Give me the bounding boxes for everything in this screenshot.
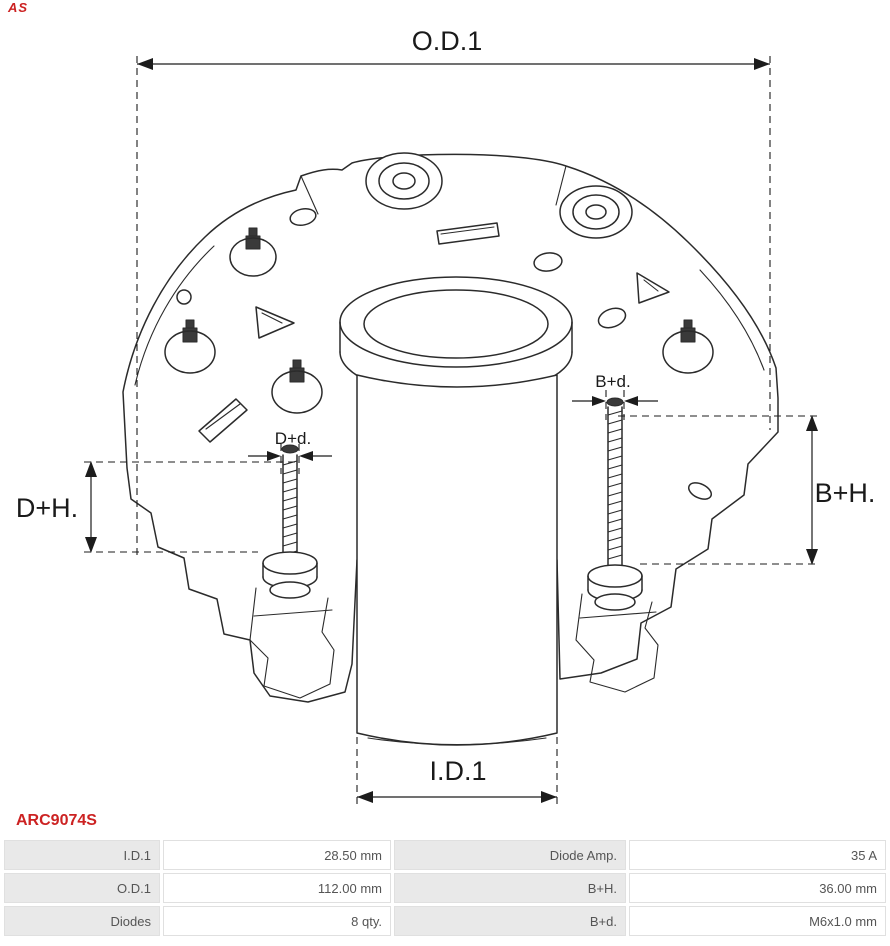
dim-label-bh: B+H.	[815, 478, 876, 508]
dimension-annotations: O.D.1 I.D.1 D+H. D+d. B+d.	[16, 26, 876, 807]
terminal-boss-left	[365, 152, 443, 210]
spec-label: B+H.	[394, 873, 626, 903]
spec-value: 112.00 mm	[163, 873, 391, 903]
spec-label: O.D.1	[4, 873, 160, 903]
slot-angled	[198, 398, 248, 443]
hole	[533, 252, 563, 272]
rectifier-drawing	[122, 152, 779, 746]
triangle-cutout-left	[255, 306, 295, 339]
spec-table: I.D.1 28.50 mm Diode Amp. 35 A O.D.1 112…	[4, 840, 886, 936]
stud-right	[587, 397, 643, 611]
bracket-right	[575, 593, 659, 693]
stud-left	[262, 444, 318, 599]
spec-label: I.D.1	[4, 840, 160, 870]
hole	[176, 289, 192, 305]
hole	[289, 207, 317, 227]
slot-top	[436, 222, 500, 245]
spec-value: 35 A	[629, 840, 886, 870]
dim-label-dh: D+H.	[16, 493, 78, 523]
screw-head	[271, 359, 323, 414]
part-number[interactable]: ARC9074S	[16, 812, 97, 829]
triangle-cutout-right	[636, 272, 670, 304]
dim-label-id1: I.D.1	[429, 756, 486, 786]
screw-head	[164, 319, 216, 374]
terminal-boss-right	[559, 185, 633, 239]
dim-label-dd: D+d.	[275, 429, 311, 448]
bracket-left	[249, 587, 335, 699]
spec-label: Diodes	[4, 906, 160, 936]
spec-label: B+d.	[394, 906, 626, 936]
spec-value: M6x1.0 mm	[629, 906, 886, 936]
technical-drawing: O.D.1 I.D.1 D+H. D+d. B+d.	[16, 26, 876, 807]
screw-head	[229, 227, 277, 277]
hole	[687, 482, 713, 500]
brand-logo: AS	[8, 0, 29, 15]
spec-value: 36.00 mm	[629, 873, 886, 903]
center-tube	[356, 374, 558, 746]
spec-value: 8 qty.	[163, 906, 391, 936]
screw-head	[662, 319, 714, 374]
dim-label-od1: O.D.1	[412, 26, 483, 56]
dim-label-bd: B+d.	[595, 372, 630, 391]
spec-value: 28.50 mm	[163, 840, 391, 870]
hole	[597, 307, 627, 329]
spec-label: Diode Amp.	[394, 840, 626, 870]
brand-logo-text: AS	[8, 0, 29, 15]
